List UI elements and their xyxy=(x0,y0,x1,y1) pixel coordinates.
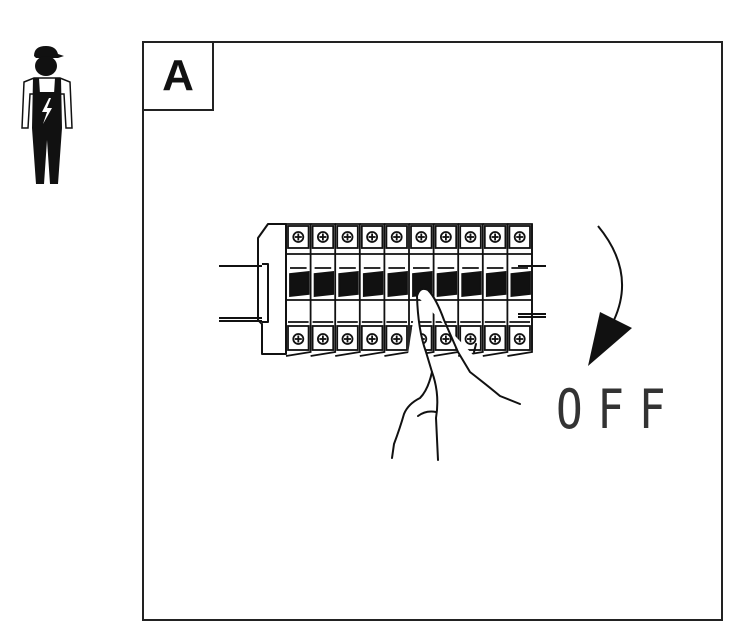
breaker-toggle xyxy=(338,270,359,298)
breaker-toggle xyxy=(313,270,335,298)
breaker-row xyxy=(285,223,533,357)
breaker-module xyxy=(384,223,410,357)
breaker-module xyxy=(285,223,312,357)
breaker-module xyxy=(458,223,484,357)
step-label-box: A xyxy=(144,43,214,111)
breaker-module xyxy=(482,223,509,357)
off-label: OFF xyxy=(556,378,681,441)
breaker-toggle xyxy=(461,270,482,298)
breaker-module xyxy=(310,223,337,357)
breaker-toggle xyxy=(387,270,408,298)
breaker-toggle xyxy=(289,270,310,298)
breaker-toggle xyxy=(485,270,507,298)
pointing-hand-icon xyxy=(391,287,521,461)
curved-arrow-down-icon xyxy=(588,225,632,366)
illustration-panel: A xyxy=(142,41,723,621)
electrician-icon xyxy=(21,46,73,184)
breaker-toggle xyxy=(436,270,458,298)
step-letter: A xyxy=(162,51,194,100)
breaker-toggle xyxy=(362,270,384,298)
breaker-module xyxy=(359,223,386,357)
breaker-module xyxy=(507,223,533,357)
breaker-toggle xyxy=(510,270,531,298)
breaker-module xyxy=(335,223,361,357)
breaker-module xyxy=(433,223,460,357)
